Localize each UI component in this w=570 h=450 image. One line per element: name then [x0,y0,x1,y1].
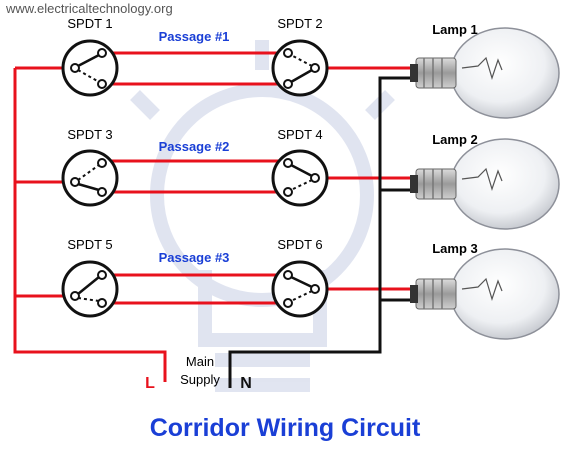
switch-spdt-5 [61,260,119,318]
lamp-2-icon [410,138,560,230]
switch-label-4: SPDT 4 [277,127,322,142]
lamp-label-2: Lamp 2 [432,132,478,147]
passage-label-2: Passage #2 [159,139,230,154]
neutral-main-wire [228,76,412,388]
neutral-wiring [228,76,412,388]
live-wiring [13,51,412,382]
switch-label-6: SPDT 6 [277,237,322,252]
neutral-terminal-label: N [240,375,252,392]
switch-label-3: SPDT 3 [67,127,112,142]
supply-label-line1: Main [186,354,214,369]
watermark-bulb [130,40,395,392]
lamp-label-3: Lamp 3 [432,241,478,256]
switch-label-5: SPDT 5 [67,237,112,252]
switch-spdt-3 [61,149,119,207]
passage-label-3: Passage #3 [159,250,230,265]
switch-spdt-2 [271,39,329,97]
diagram-title: Corridor Wiring Circuit [150,414,421,442]
switch-label-2: SPDT 2 [277,16,322,31]
live-main-wire [13,68,167,382]
lamp-label-1: Lamp 1 [432,22,478,37]
lamp-1-icon [410,27,560,119]
switch-spdt-4 [271,149,329,207]
switch-label-1: SPDT 1 [67,16,112,31]
live-terminal-label: L [145,375,155,392]
lamp-3-icon [410,248,560,340]
passage-label-1: Passage #1 [159,29,230,44]
website-url: www.electricaltechnology.org [5,1,173,16]
switch-spdt-1 [61,39,119,97]
supply-label-line2: Supply [180,372,220,387]
switch-spdt-6 [271,260,329,318]
